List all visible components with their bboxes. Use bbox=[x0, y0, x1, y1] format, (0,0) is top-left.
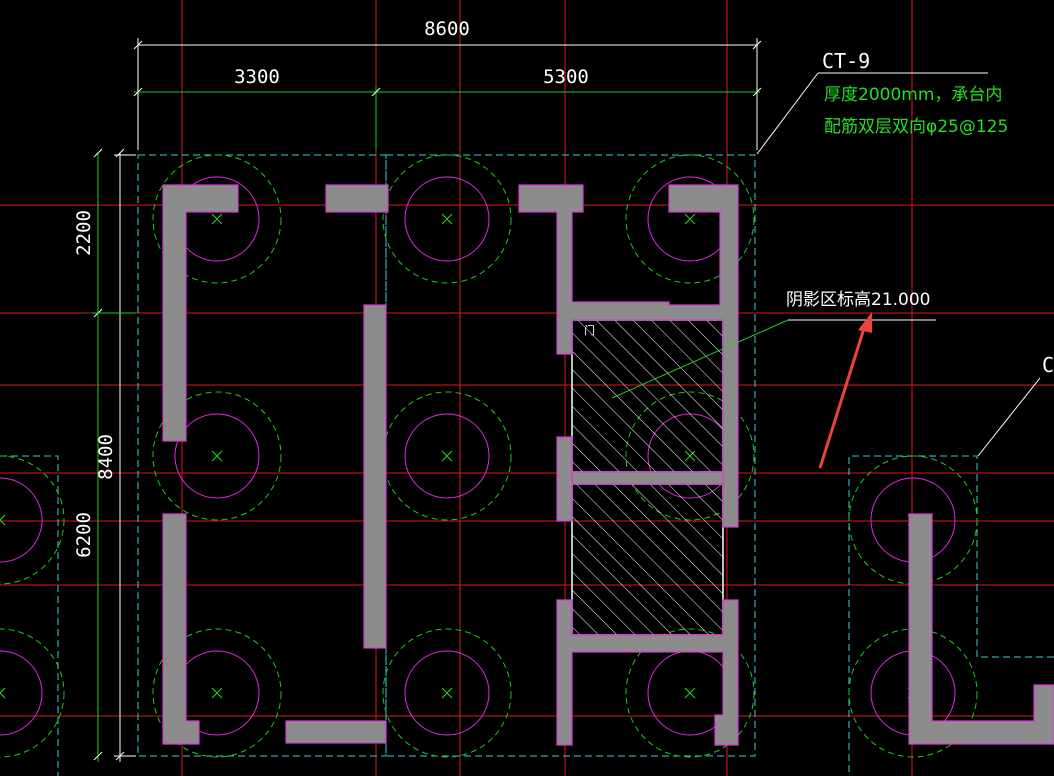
ct9-callout[interactable]: CT-9 厚度2000mm，承台内 配筋双层双向φ25@125 bbox=[756, 49, 1008, 155]
pile-cap-ct9-left[interactable] bbox=[137, 154, 387, 757]
pile-2[interactable] bbox=[382, 154, 512, 284]
wall-core-left-mid[interactable] bbox=[556, 436, 573, 522]
pile-center-mark bbox=[684, 687, 696, 699]
wall-core-bottom[interactable] bbox=[556, 599, 739, 746]
dim-overall-width: 8600 bbox=[424, 18, 470, 40]
shear-walls bbox=[162, 184, 1054, 746]
elevation-label: 阴影区标高21.000 bbox=[786, 290, 930, 310]
wall-right-neighbor[interactable] bbox=[908, 513, 1054, 745]
dim-left-span: 3300 bbox=[234, 66, 280, 88]
right-callout-tag: C bbox=[1042, 353, 1054, 377]
dim-overall-height: 8400 bbox=[95, 434, 117, 480]
pile-5[interactable] bbox=[382, 391, 512, 521]
pile-center-mark bbox=[441, 450, 453, 462]
ct9-tag: CT-9 bbox=[822, 49, 870, 73]
ct9-note-line1: 厚度2000mm，承台内 bbox=[824, 85, 1002, 105]
pile-inner-circle bbox=[404, 413, 490, 499]
piles bbox=[0, 154, 978, 758]
pile-outer-circle bbox=[152, 628, 282, 758]
pile-inner-circle bbox=[174, 413, 260, 499]
shaded-area-lower[interactable] bbox=[571, 483, 724, 636]
wall-core-beam[interactable] bbox=[571, 471, 724, 485]
pile-inner-circle bbox=[0, 650, 43, 736]
pile-12[interactable] bbox=[0, 455, 65, 585]
right-callout[interactable]: C bbox=[977, 353, 1054, 457]
pile-center-mark bbox=[0, 519, 6, 526]
pile-center-mark bbox=[211, 687, 223, 699]
pile-center-mark bbox=[0, 687, 6, 694]
pile-outer-circle bbox=[382, 628, 512, 758]
pile-cap-left-neighbor[interactable] bbox=[0, 455, 59, 776]
dimension-lines bbox=[92, 38, 762, 762]
dim-top-segment: 2200 bbox=[73, 210, 95, 256]
pile-8[interactable] bbox=[382, 628, 512, 758]
pile-cap-outlines bbox=[0, 154, 1054, 776]
pile-outer-circle bbox=[0, 628, 65, 758]
wall-bottom-horizontal[interactable] bbox=[285, 720, 387, 744]
pile-outer-circle bbox=[625, 154, 755, 284]
elevation-callout[interactable]: 阴影区标高21.000 门 bbox=[584, 290, 936, 399]
pile-outer-circle bbox=[382, 154, 512, 284]
wall-left-top[interactable] bbox=[162, 184, 239, 442]
shaded-area-upper[interactable] bbox=[571, 319, 724, 473]
pile-outer-circle bbox=[152, 391, 282, 521]
pile-inner-circle bbox=[404, 176, 490, 262]
wall-middle-vertical[interactable] bbox=[363, 304, 387, 649]
pile-13[interactable] bbox=[0, 628, 65, 758]
pile-center-mark bbox=[441, 213, 453, 225]
pile-center-mark bbox=[441, 687, 453, 699]
shaded-corner-mark: 门 bbox=[584, 323, 595, 337]
pile-center-mark bbox=[211, 213, 223, 225]
pile-center-mark bbox=[211, 450, 223, 462]
wall-top-stub[interactable] bbox=[325, 184, 389, 213]
dim-bottom-segment: 6200 bbox=[73, 512, 95, 558]
pile-inner-circle bbox=[404, 650, 490, 736]
pile-4[interactable] bbox=[152, 391, 282, 521]
pile-outer-circle bbox=[0, 455, 65, 585]
red-arrow-annotation bbox=[818, 312, 872, 469]
wall-left-bottom[interactable] bbox=[162, 513, 200, 745]
pile-center-mark bbox=[0, 692, 6, 699]
pile-center-mark bbox=[684, 213, 696, 225]
ct9-note-line2: 配筋双层双向φ25@125 bbox=[824, 117, 1008, 137]
pile-cap-right-neighbor[interactable] bbox=[848, 455, 1054, 776]
pile-center-mark bbox=[0, 514, 6, 521]
pile-inner-circle bbox=[0, 477, 43, 563]
wall-core-top[interactable] bbox=[518, 184, 739, 528]
dim-right-span: 5300 bbox=[543, 66, 589, 88]
pile-outer-circle bbox=[152, 154, 282, 284]
